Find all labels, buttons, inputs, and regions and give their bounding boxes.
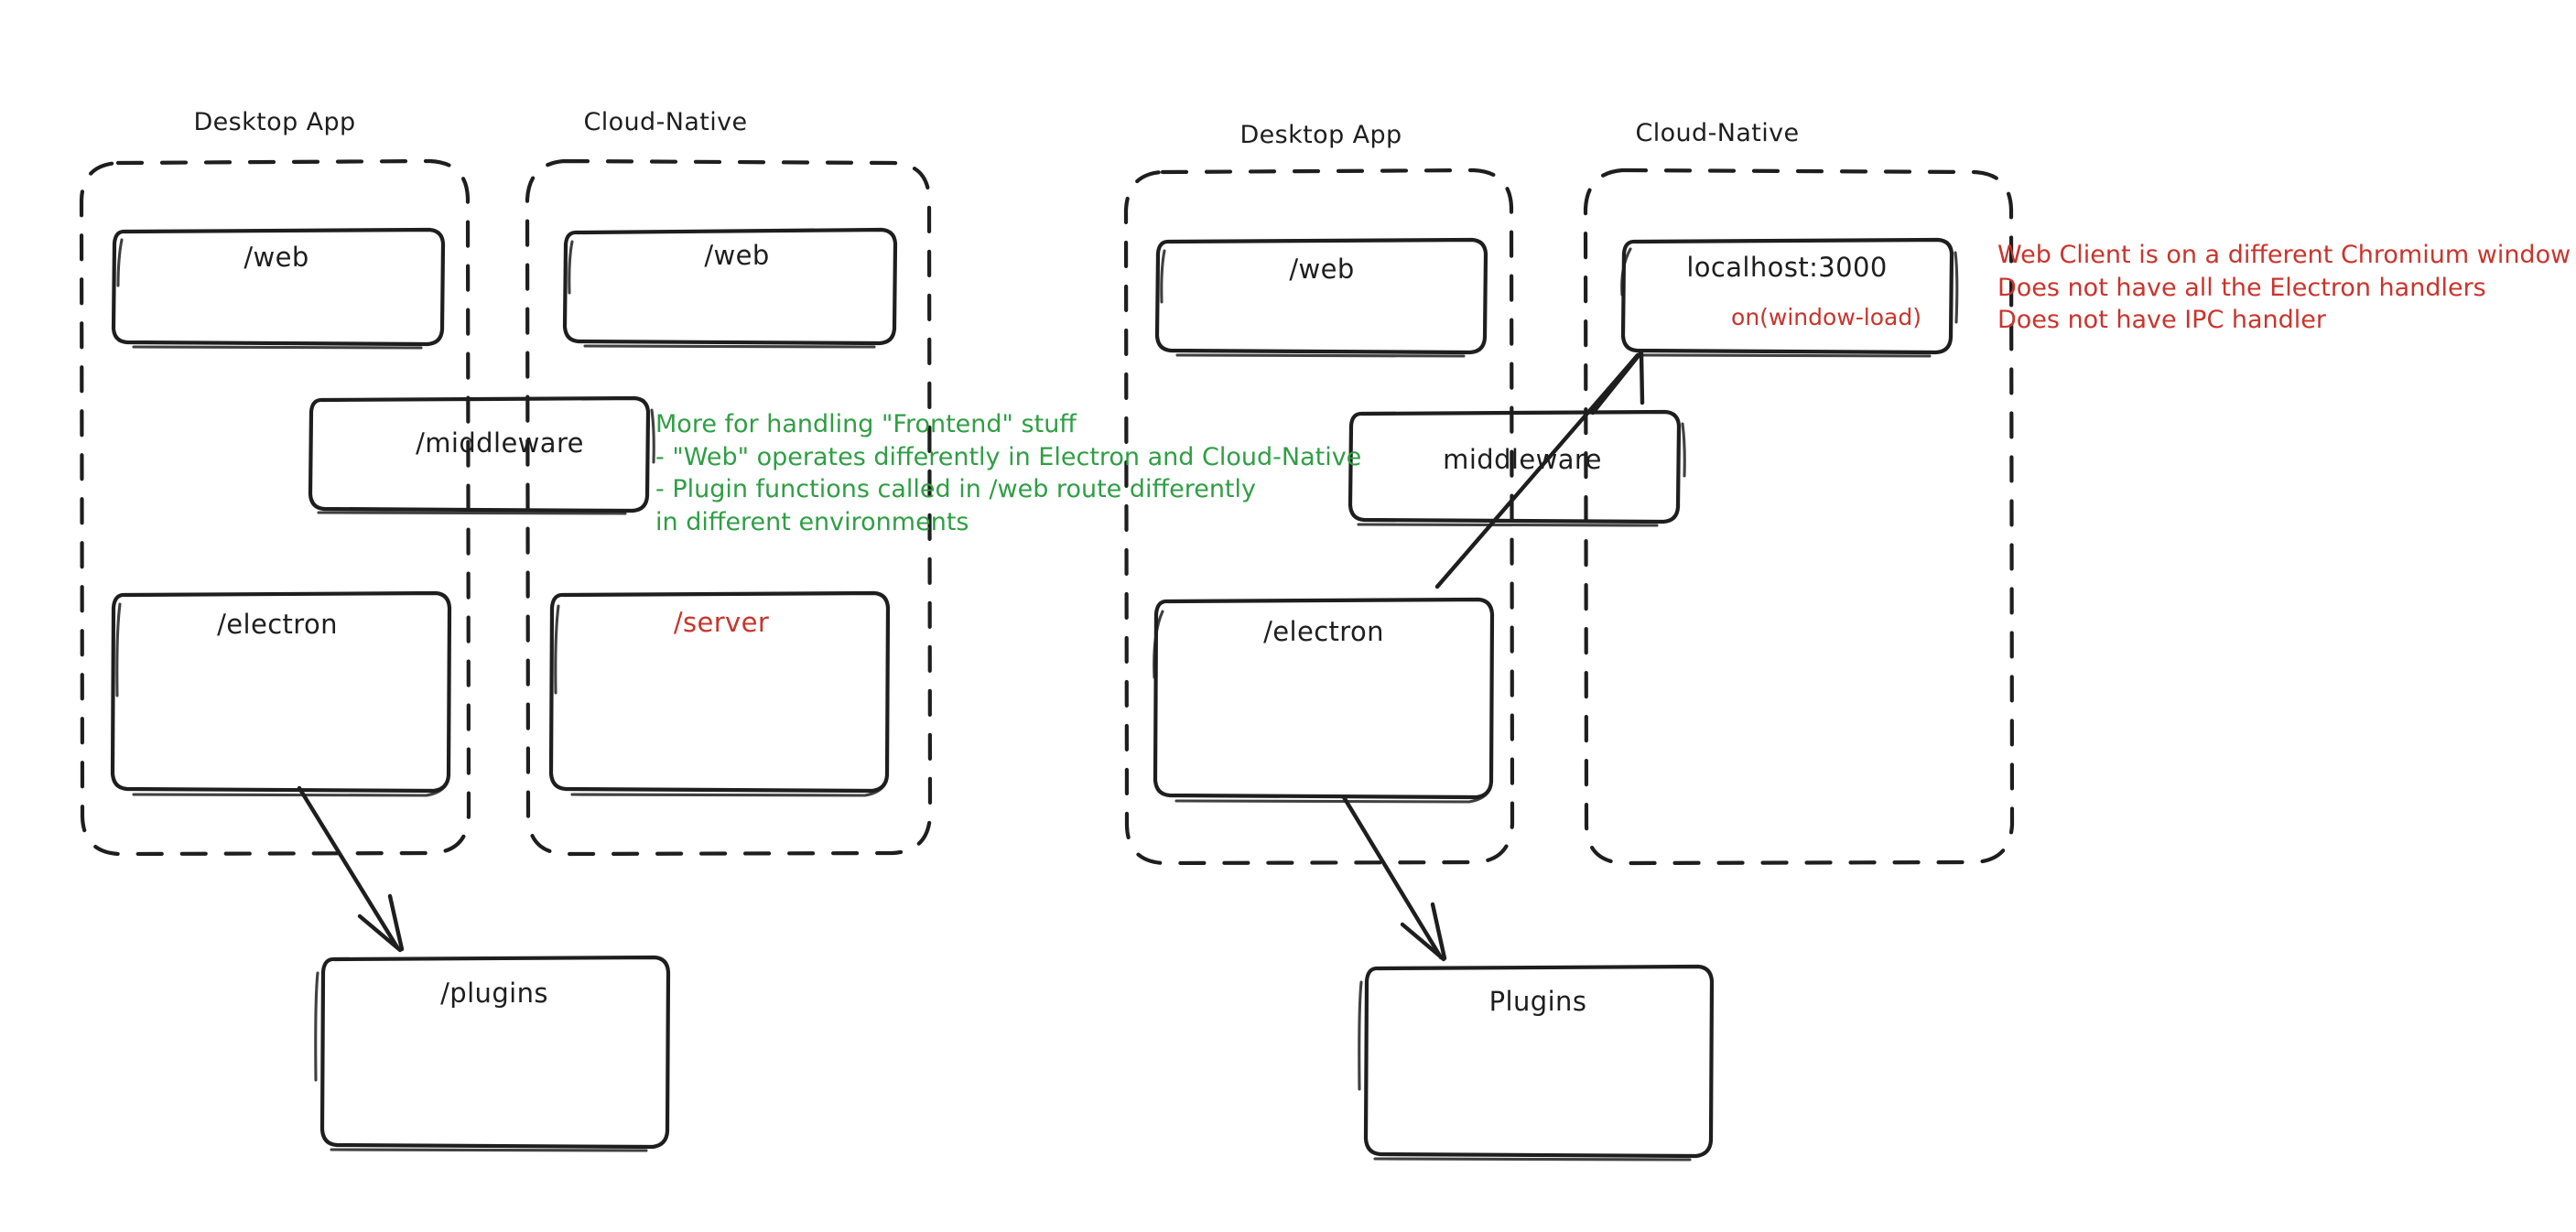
node-label-left-middleware: /middleware: [416, 427, 584, 459]
node-label-right-desktop-web: /web: [1289, 254, 1355, 285]
node-shape-left-server: [548, 590, 891, 797]
node-shape-right-middleware: [1348, 409, 1686, 527]
node-label-left-plugins: /plugins: [440, 978, 548, 1009]
node-label-right-plugins: Plugins: [1488, 986, 1587, 1017]
node-sublabel-right-localhost-on-window-load: on(window-load): [1731, 304, 1921, 330]
group-frame-right-cloud: [1583, 168, 2015, 866]
annotation-green-note: More for handling "Frontend" stuff - "We…: [655, 410, 1362, 536]
group-title-right-desktop: Desktop App: [1239, 121, 1402, 149]
group-title-right-cloud: Cloud-Native: [1635, 119, 1800, 147]
edge-right-electron-to-localhost: [1434, 351, 1645, 589]
annotation-red-note: Web Client is on a different Chromium wi…: [1997, 241, 2571, 335]
node-label-left-electron: /electron: [217, 609, 338, 640]
node-shape-right-localhost: [1620, 237, 1959, 358]
node-shape-left-plugins: [314, 955, 671, 1152]
group-frame-right-desktop: [1123, 168, 1515, 866]
node-shape-left-electron: [110, 590, 452, 797]
group-title-left-cloud: Cloud-Native: [583, 108, 748, 136]
node-shape-right-electron: [1153, 597, 1495, 804]
node-label-left-desktop-web: /web: [244, 242, 309, 273]
node-shape-right-desktop-web: [1154, 237, 1488, 358]
node-label-left-server: /server: [673, 607, 770, 638]
group-frame-left-cloud: [525, 158, 933, 857]
node-shape-left-cloud-web: [562, 227, 898, 349]
group-frame-left-desktop: [79, 158, 471, 857]
node-label-right-middleware: middleware: [1443, 444, 1602, 475]
group-title-left-desktop: Desktop App: [193, 108, 356, 136]
node-shape-left-desktop-web: [111, 227, 446, 350]
node-label-right-electron: /electron: [1263, 616, 1384, 647]
edge-right-electron-to-plugins: [1341, 794, 1447, 962]
node-label-left-cloud-web: /web: [704, 240, 770, 271]
node-label-right-localhost: localhost:3000: [1686, 252, 1888, 283]
edge-left-electron-to-plugins: [297, 785, 405, 953]
node-shape-right-plugins: [1358, 964, 1715, 1162]
node-shape-left-middleware: [308, 395, 655, 515]
